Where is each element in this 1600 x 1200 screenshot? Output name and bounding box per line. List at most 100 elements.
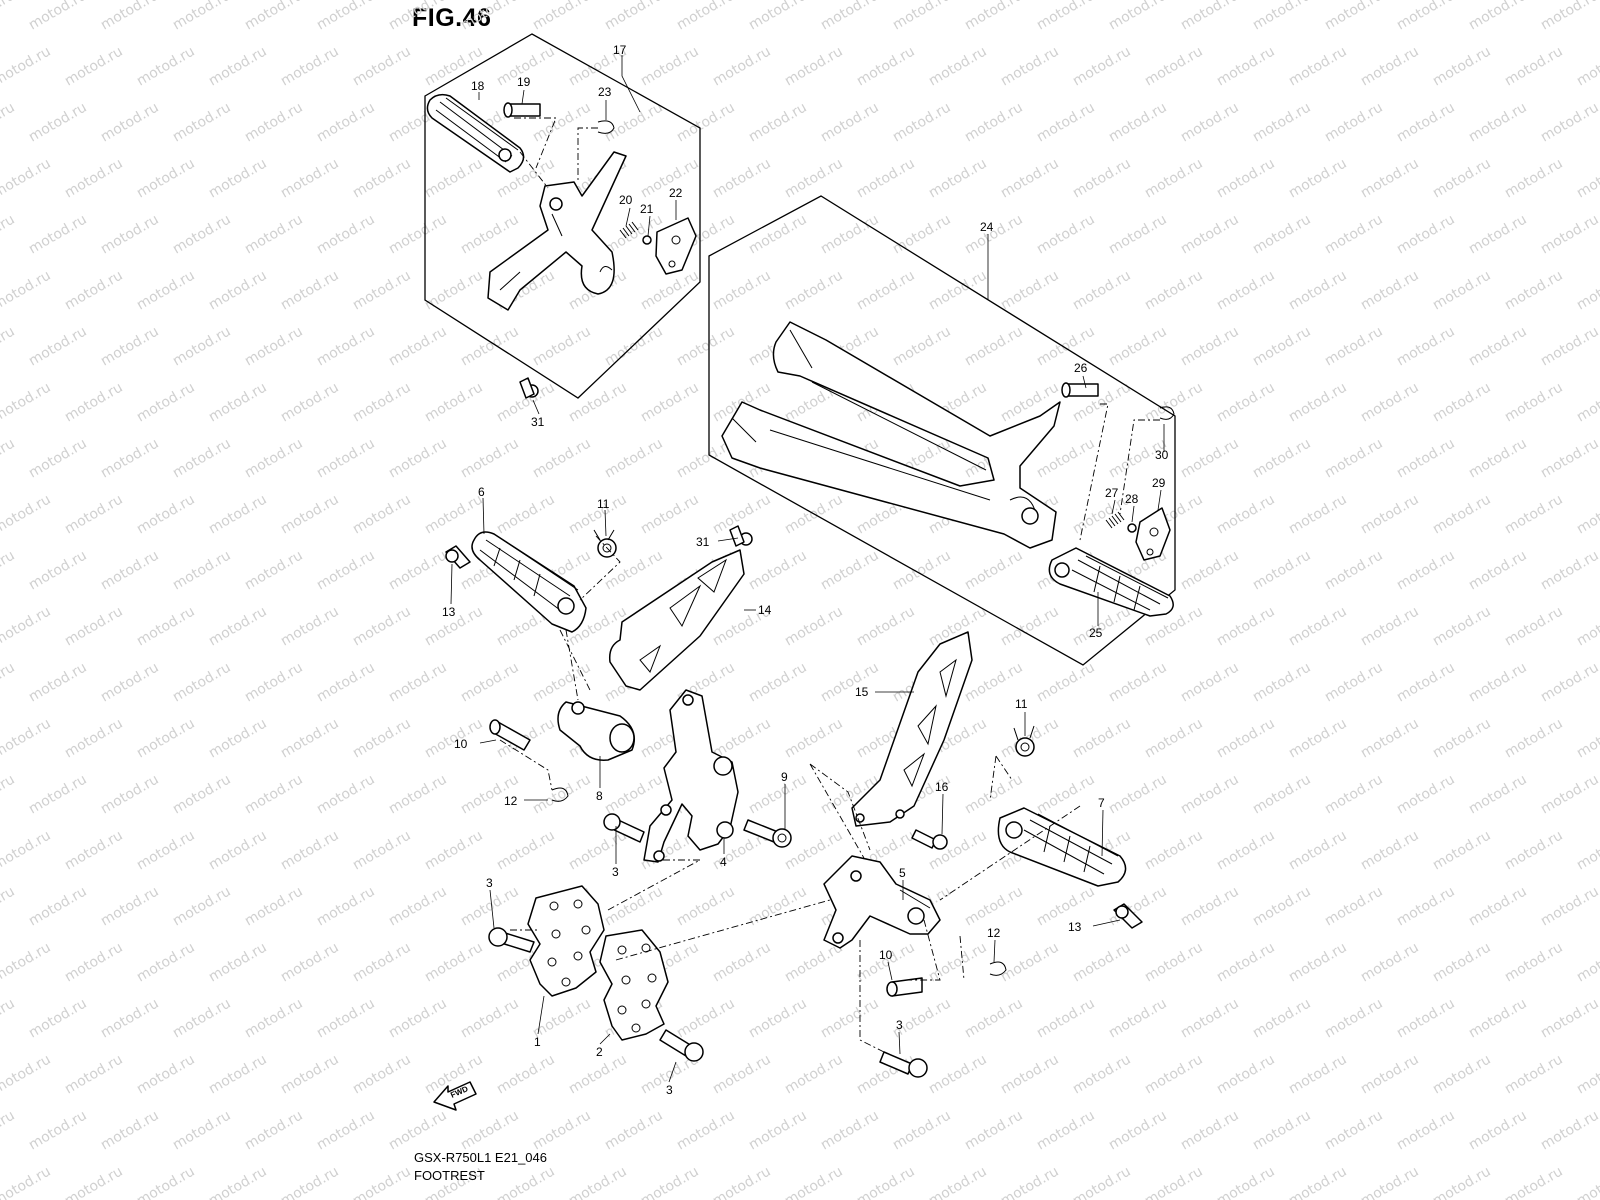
watermark-text: motod.ru (602, 1107, 666, 1153)
watermark-text: motod.ru (350, 1163, 414, 1200)
watermark-text: motod.ru (1430, 603, 1494, 649)
watermark-text: motod.ru (674, 995, 738, 1041)
callout-20: 20 (619, 193, 633, 207)
watermark-text: motod.ru (1214, 43, 1278, 89)
watermark-text: motod.ru (0, 883, 18, 929)
watermark-text: motod.ru (1466, 0, 1530, 33)
watermark-text: motod.ru (278, 155, 342, 201)
watermark-text: motod.ru (1142, 155, 1206, 201)
callout-8: 8 (596, 789, 603, 803)
watermark-text: motod.ru (1466, 883, 1530, 929)
part-18-footpeg (426, 93, 525, 173)
watermark-text: motod.ru (674, 883, 738, 929)
watermark-text: motod.ru (1538, 0, 1600, 33)
watermark-text: motod.ru (98, 0, 162, 33)
watermark-text: motod.ru (386, 1107, 450, 1153)
watermark-text: motod.ru (1070, 155, 1134, 201)
watermark-text: motod.ru (98, 547, 162, 593)
watermark-text: motod.ru (1358, 715, 1422, 761)
part-13-bolt (445, 545, 471, 569)
watermark-text: motod.ru (422, 827, 486, 873)
watermark-text: motod.ru (26, 659, 90, 705)
watermark-text: motod.ru (710, 1051, 774, 1097)
watermark-text: motod.ru (638, 1163, 702, 1200)
watermark-text: motod.ru (1430, 379, 1494, 425)
watermark-text: motod.ru (98, 1107, 162, 1153)
watermark-text: motod.ru (1106, 211, 1170, 257)
watermark-text: motod.ru (422, 155, 486, 201)
callout-13-left: 13 (442, 605, 456, 619)
watermark-text: motod.ru (1502, 491, 1566, 537)
watermark-text: motod.ru (494, 491, 558, 537)
watermark-text: motod.ru (1358, 43, 1422, 89)
watermark-text: motod.ru (1286, 1051, 1350, 1097)
watermark-text: motod.ru (242, 0, 306, 33)
watermark-text: motod.ru (602, 0, 666, 33)
part-31-bolt-upper (519, 377, 539, 399)
watermark-text: motod.ru (62, 267, 126, 313)
watermark-text: motod.ru (746, 771, 810, 817)
watermark-text: motod.ru (1358, 939, 1422, 985)
watermark-text: motod.ru (530, 435, 594, 481)
callout-5: 5 (899, 866, 906, 880)
watermark-text: motod.ru (1214, 155, 1278, 201)
watermark-text: motod.ru (1430, 827, 1494, 873)
watermark-text: motod.ru (1394, 883, 1458, 929)
watermark-text: motod.ru (1574, 379, 1600, 425)
callout-27: 27 (1105, 486, 1119, 500)
watermark-text: motod.ru (1430, 939, 1494, 985)
watermark-text: motod.ru (1070, 1051, 1134, 1097)
watermark-text: motod.ru (1286, 1163, 1350, 1200)
watermark-text: motod.ru (0, 659, 18, 705)
assembly-line-24 (1079, 403, 1160, 541)
watermark-text: motod.ru (206, 1163, 270, 1200)
watermark-text: motod.ru (1322, 323, 1386, 369)
watermark-text: motod.ru (1502, 1163, 1566, 1200)
watermark-text: motod.ru (782, 1051, 846, 1097)
part-25-footpeg (1048, 547, 1174, 617)
watermark-text: motod.ru (890, 99, 954, 145)
watermark-text: motod.ru (134, 939, 198, 985)
watermark-text: motod.ru (1394, 323, 1458, 369)
watermark-text: motod.ru (1034, 771, 1098, 817)
callout-11-right: 11 (1015, 697, 1028, 711)
watermark-text: motod.ru (1250, 435, 1314, 481)
watermark-text: motod.ru (62, 1163, 126, 1200)
watermark-text: motod.ru (530, 323, 594, 369)
watermark-text: motod.ru (1574, 267, 1600, 313)
watermark-text: motod.ru (1466, 547, 1530, 593)
watermark-text: motod.ru (1034, 99, 1098, 145)
watermark-text: motod.ru (386, 883, 450, 929)
watermark-text: motod.ru (0, 715, 54, 761)
watermark-text: motod.ru (962, 883, 1026, 929)
watermark-text: motod.ru (782, 603, 846, 649)
figure-title: FIG.46 (412, 4, 492, 32)
watermark-text: motod.ru (0, 547, 18, 593)
part-13-bolt-right (1113, 903, 1143, 929)
watermark-text: motod.ru (1214, 827, 1278, 873)
watermark-text: motod.ru (206, 491, 270, 537)
watermark-text: motod.ru (98, 995, 162, 1041)
watermark-text: motod.ru (1394, 211, 1458, 257)
watermark-text: motod.ru (746, 883, 810, 929)
watermark-text: motod.ru (242, 211, 306, 257)
callout-6: 6 (478, 485, 485, 499)
watermark-text: motod.ru (1466, 771, 1530, 817)
part-30-clip (1159, 406, 1175, 420)
callout-23: 23 (598, 85, 612, 99)
watermark-text: motod.ru (98, 211, 162, 257)
callout-13-right: 13 (1068, 920, 1082, 934)
callout-21: 21 (640, 202, 654, 216)
watermark-text: motod.ru (782, 827, 846, 873)
watermark-text: motod.ru (1358, 267, 1422, 313)
callout-10-left: 10 (454, 737, 468, 751)
watermark-text: motod.ru (1250, 99, 1314, 145)
watermark-text: motod.ru (26, 0, 90, 33)
watermark-text: motod.ru (1574, 715, 1600, 761)
watermark-text: motod.ru (782, 715, 846, 761)
watermark-text: motod.ru (962, 323, 1026, 369)
watermark-text: motod.ru (818, 1107, 882, 1153)
callout-11-left: 11 (597, 497, 610, 511)
watermark-text: motod.ru (26, 211, 90, 257)
